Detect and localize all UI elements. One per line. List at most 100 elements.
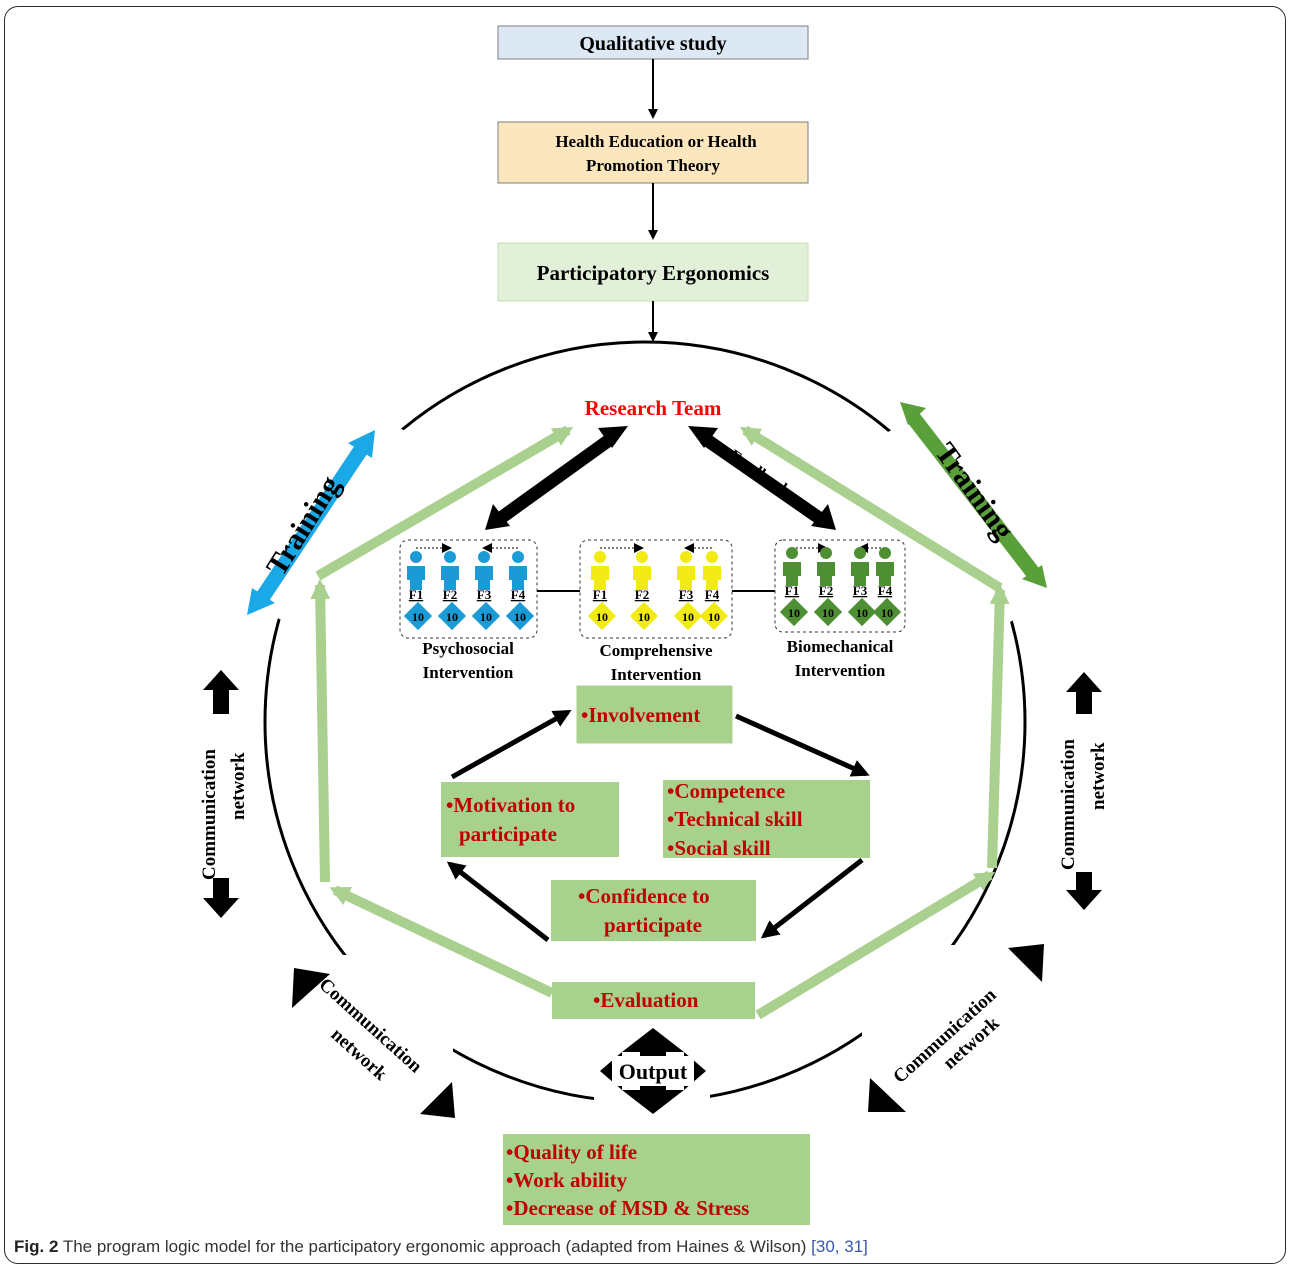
participatory-ergonomics-box xyxy=(497,242,809,302)
count-label: 10 xyxy=(638,610,650,624)
person-label: F4 xyxy=(878,583,893,598)
count-diamond xyxy=(673,601,703,631)
motivation-label-line1: •Motivation to xyxy=(446,793,575,817)
person-label: F1 xyxy=(409,587,423,602)
person-icon xyxy=(441,566,459,590)
person-label: F3 xyxy=(679,587,694,602)
count-label: 10 xyxy=(480,610,492,624)
caption-refs[interactable]: [30, 31] xyxy=(811,1237,868,1256)
intervention-group-3: F110F210F310F410BiomechanicalInterventio… xyxy=(774,539,906,680)
count-diamond xyxy=(587,601,617,631)
person-icon xyxy=(677,566,695,590)
person-icon xyxy=(407,566,425,590)
arrow-motivation-to-involvement xyxy=(450,709,572,780)
group-label-line2: Intervention xyxy=(611,665,702,684)
person-label: F2 xyxy=(443,587,457,602)
person-icon xyxy=(706,551,718,563)
qualitative-study-label: Qualitative study xyxy=(579,33,726,55)
confidence-box xyxy=(551,880,756,941)
group-frame xyxy=(579,539,733,639)
confidence-label-line1: •Confidence to xyxy=(578,884,710,908)
figure-frame xyxy=(4,6,1286,1264)
person-icon xyxy=(636,551,648,563)
comm-network-right: Communication network xyxy=(1058,672,1109,910)
hex-arrow-bottom-right xyxy=(755,870,996,1020)
social-skill-label: •Social skill xyxy=(667,836,771,860)
person-icon xyxy=(820,547,832,559)
person-icon xyxy=(444,551,456,563)
group-label-line2: Intervention xyxy=(423,663,514,682)
theory-label-line2: Promotion Theory xyxy=(586,156,720,175)
person-icon xyxy=(879,547,891,559)
up-arrow-icon xyxy=(203,670,239,714)
person-label: F1 xyxy=(785,583,799,598)
count-diamond xyxy=(813,597,843,627)
person-icon xyxy=(633,566,651,590)
involvement-label: •Involvement xyxy=(581,703,700,727)
comm-left-line2: network xyxy=(228,752,249,820)
count-label: 10 xyxy=(596,610,608,624)
motivation-label-line2: participate xyxy=(459,822,557,846)
evaluation-label: •Evaluation xyxy=(593,988,699,1012)
comm-right-line1: Communication xyxy=(1058,739,1079,870)
arrow-involvement-to-competence xyxy=(734,713,870,777)
competence-box xyxy=(663,780,870,858)
count-diamond xyxy=(471,601,501,631)
person-icon xyxy=(594,551,606,563)
person-icon xyxy=(512,551,524,563)
count-label: 10 xyxy=(682,610,694,624)
count-label: 10 xyxy=(856,606,868,620)
person-icon xyxy=(478,551,490,563)
person-label: F3 xyxy=(477,587,492,602)
count-diamond xyxy=(437,601,467,631)
person-icon xyxy=(703,566,721,590)
comm-left-line1: Communication xyxy=(199,749,220,880)
count-label: 10 xyxy=(708,610,720,624)
group-label-line1: Biomechanical xyxy=(787,637,894,656)
person-icon xyxy=(475,566,493,590)
person-icon xyxy=(854,547,866,559)
person-label: F4 xyxy=(511,587,526,602)
count-diamond xyxy=(699,601,729,631)
count-diamond xyxy=(505,601,535,631)
theory-box xyxy=(497,121,809,184)
group-label-line2: Intervention xyxy=(795,661,886,680)
caption-label: Fig. 2 xyxy=(14,1237,59,1256)
count-diamond xyxy=(403,601,433,631)
hex-arrow-right-side xyxy=(987,584,1010,869)
outcome-decrease-msd-stress: •Decrease of MSD & Stress xyxy=(506,1196,749,1220)
person-icon xyxy=(786,547,798,559)
group-label-line1: Comprehensive xyxy=(599,641,712,660)
person-icon xyxy=(509,566,527,590)
hex-arrow-left-top xyxy=(315,425,574,581)
intervention-group-2: F1 10 F2 10 F3 10 F4 10ComprehensiveInterventio… xyxy=(579,539,733,684)
person-icon xyxy=(591,566,609,590)
person-icon xyxy=(876,562,894,586)
person-label: F1 xyxy=(593,587,607,602)
outcome-quality-of-life: •Quality of life xyxy=(506,1140,637,1164)
participatory-ergonomics-label: Participatory Ergonomics xyxy=(537,261,770,285)
research-team-label: Research Team xyxy=(585,396,722,420)
group-label-line1: Psychosocial xyxy=(422,639,514,658)
up-left-arrow-icon xyxy=(292,968,330,1008)
count-label: 10 xyxy=(514,610,526,624)
person-label: F4 xyxy=(705,587,720,602)
count-diamond xyxy=(779,597,809,627)
count-label: 10 xyxy=(446,610,458,624)
count-label: 10 xyxy=(412,610,424,624)
count-diamond xyxy=(629,601,659,631)
count-label: 10 xyxy=(822,606,834,620)
output-label: Output xyxy=(619,1059,688,1084)
hex-arrow-bottom-left xyxy=(329,885,555,998)
person-icon xyxy=(851,562,869,586)
theory-label-line1: Health Education or Health xyxy=(555,132,757,151)
count-label: 10 xyxy=(788,606,800,620)
outcomes-box xyxy=(503,1134,810,1225)
hex-arrow-left-side xyxy=(310,579,331,883)
person-icon xyxy=(680,551,692,563)
output-arrow: Output xyxy=(600,1028,706,1114)
person-label: F2 xyxy=(635,587,649,602)
person-label: F2 xyxy=(819,583,833,598)
count-label: 10 xyxy=(881,606,893,620)
